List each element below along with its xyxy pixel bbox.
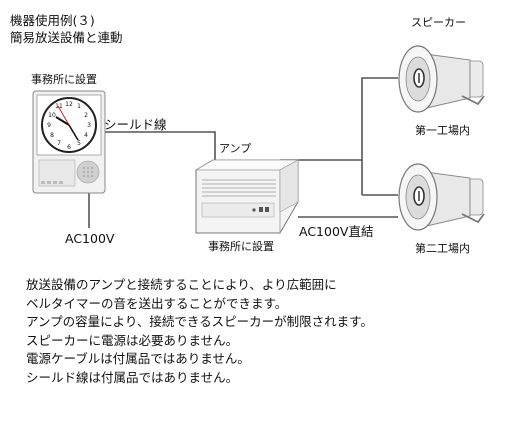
amp-location-label: 事務所に設置 xyxy=(208,240,274,253)
svg-text:3: 3 xyxy=(87,122,91,129)
speaker-2-label: 第二工場内 xyxy=(415,242,470,255)
svg-text:11: 11 xyxy=(55,103,63,110)
clock-power-label: AC100V xyxy=(65,231,115,246)
horn-speaker-1 xyxy=(398,45,485,113)
header-title: 機器使用例(３) xyxy=(10,13,95,28)
description-line: アンプの容量により、接続できるスピーカーが制限されます。 xyxy=(26,314,373,330)
description-line: 放送設備のアンプと接続することにより、より広範囲に xyxy=(26,277,337,292)
amplifier-unit xyxy=(194,159,300,234)
svg-text:5: 5 xyxy=(77,140,81,147)
clock-hands-icon xyxy=(55,116,79,141)
amp-label: アンプ xyxy=(219,142,252,155)
description-line: ベルタイマーの音を送出することができます。 xyxy=(26,295,288,311)
svg-text:8: 8 xyxy=(50,132,54,139)
description-line: シールド線は付属品ではありません。 xyxy=(26,369,239,385)
svg-text:4: 4 xyxy=(84,132,88,139)
svg-text:1: 1 xyxy=(77,103,81,110)
shield-cable-line xyxy=(103,131,216,168)
header-subtitle: 簡易放送設備と連動 xyxy=(10,30,123,45)
shield-cable-label: シールド線 xyxy=(104,117,167,132)
amp-output-label: AC100V直結 xyxy=(299,224,374,239)
speaker-1-label: 第一工場内 xyxy=(415,124,470,137)
description-block: 放送設備のアンプと接続することにより、より広範囲に ベルタイマーの音を送出するこ… xyxy=(26,276,373,388)
speaker-title: スピーカー xyxy=(411,16,466,29)
svg-text:10: 10 xyxy=(48,112,56,119)
wires xyxy=(88,77,398,228)
svg-text:7: 7 xyxy=(57,140,61,147)
horn-speaker-2 xyxy=(398,163,485,231)
amp-speaker-line xyxy=(280,77,398,161)
svg-text:6: 6 xyxy=(67,144,71,151)
description-line: スピーカーに電源は必要ありません。 xyxy=(26,332,239,348)
svg-text:12: 12 xyxy=(65,101,73,108)
description-line: 電源ケーブルは付属品ではありません。 xyxy=(26,351,250,367)
svg-text:2: 2 xyxy=(84,112,88,119)
clock-location-label: 事務所に設置 xyxy=(31,73,97,86)
amplifier-vent-icon xyxy=(202,179,276,197)
svg-text:9: 9 xyxy=(47,122,51,129)
